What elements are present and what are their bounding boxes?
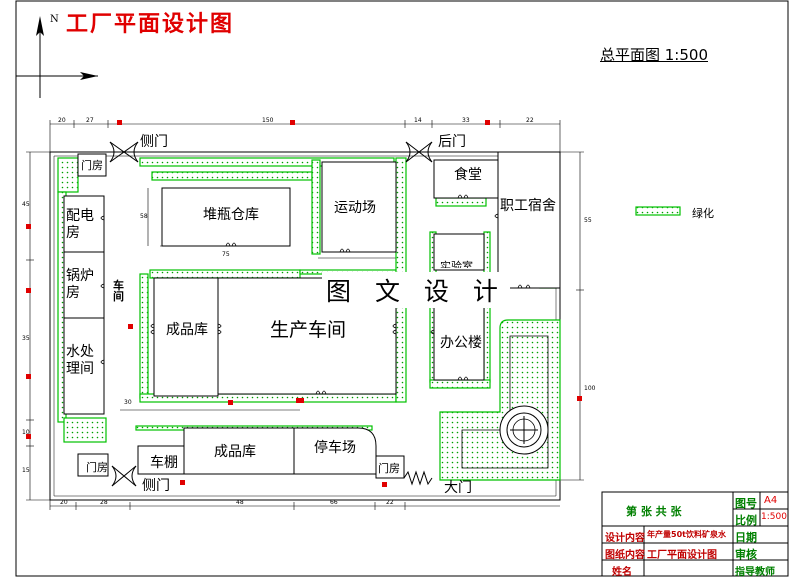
north-letter: N (50, 14, 59, 25)
label-boiler: 锅炉房 (66, 268, 94, 301)
right-dimension-line (560, 151, 584, 481)
dormitory-outline (497, 151, 561, 289)
label-dormitory: 职工宿舍 (500, 198, 556, 214)
office-outline (433, 305, 485, 381)
dim-right-1: 55 (584, 217, 592, 224)
fountain-icon (499, 405, 549, 455)
label-finished-storage-left: 成品库 (166, 322, 208, 338)
label-gatehouse-bottom-right: 门房 (378, 462, 400, 475)
title-block (601, 491, 789, 577)
bottom-dimension-line (49, 500, 560, 510)
lab-outline (433, 233, 485, 271)
water-treatment-outline (63, 317, 105, 415)
tb-design-content-label: 设计内容 (605, 533, 645, 544)
dim-left-1: 45 (22, 201, 30, 208)
door-marks (100, 194, 531, 395)
label-small: 车间 (113, 279, 124, 303)
dim-bottom-1: 20 (60, 499, 68, 506)
label-sports-field: 运动场 (334, 200, 376, 216)
tb-design-content-value: 年产量50t饮料矿泉水 (647, 530, 726, 539)
tb-figure-no-label: 图号 (735, 497, 757, 510)
tb-drawing-content-value: 工厂平面设计图 (647, 550, 717, 561)
legend-green-label: 绿化 (692, 207, 714, 220)
tb-scale-label: 比例 (735, 514, 757, 527)
dim-bottom-2: 28 (100, 499, 108, 506)
label-storage: 堆瓶仓库 (203, 207, 259, 223)
label-gatehouse-bottom-left: 门房 (86, 461, 108, 474)
substation-outline (63, 195, 105, 253)
dim-top-6: 22 (526, 117, 534, 124)
red-markers (26, 120, 582, 487)
dim-right-2: 100 (584, 385, 596, 392)
tb-review-label: 审核 (735, 548, 757, 561)
label-production-workshop: 生产车间 (270, 319, 347, 341)
gate-icons (109, 141, 433, 487)
dim-bottom-3: 48 (236, 499, 244, 506)
dim-top-3: 150 (262, 117, 274, 124)
sports-field-outline (321, 161, 397, 253)
dim-bottom-4: 66 (330, 499, 338, 506)
legend-green-swatch (635, 206, 681, 216)
left-dimension-line (26, 151, 50, 501)
gatehouse-bottom-right-outline (375, 455, 405, 479)
finished-storage-left-outline (153, 277, 219, 397)
tb-figure-no-value: A4 (764, 495, 778, 506)
dim-inner-1: 30 (124, 399, 132, 406)
label-water-treatment: 水处理间 (66, 344, 94, 377)
dim-top-5: 33 (462, 117, 470, 124)
label-side-gate-bottom: 侧门 (142, 478, 170, 494)
watermark: 图 文 设 计 (322, 272, 510, 308)
tb-name-label: 姓名 (612, 567, 632, 578)
plan-subtitle: 总平面图 1:500 (600, 46, 708, 64)
label-main-gate: 大门 (444, 480, 472, 496)
gatehouse-top-outline (77, 153, 107, 177)
label-side-gate-top: 侧门 (140, 134, 168, 150)
tb-scale-value: 1:500 (761, 512, 787, 522)
drawing-border (15, 0, 789, 577)
north-arrow-icon (16, 16, 98, 98)
label-canteen: 食堂 (454, 167, 482, 183)
dim-top-2: 27 (86, 117, 94, 124)
label-parking: 停车场 (314, 440, 356, 456)
top-dimension-line (49, 120, 561, 152)
dim-left-3: 10 (22, 429, 30, 436)
tb-drawing-content-label: 图纸内容 (605, 550, 645, 561)
label-office: 办公楼 (440, 335, 482, 351)
label-shed: 车棚 (150, 455, 178, 471)
label-finished-storage-bottom: 成品库 (214, 444, 256, 460)
tb-teacher-label: 指导教师 (735, 567, 775, 578)
label-partial: 实验室 (440, 260, 473, 268)
dim-left-4: 15 (22, 467, 30, 474)
gatehouse-bottom-left-outline (77, 453, 109, 477)
canteen-outline (433, 159, 499, 199)
dim-top-1: 20 (58, 117, 66, 124)
top-dimension-values: 20 27 150 14 33 22 (58, 117, 534, 124)
dim-inner-2: 75 (222, 251, 230, 258)
label-gatehouse-top: 门房 (81, 159, 103, 172)
page-title: 工厂平面设计图 (66, 11, 235, 37)
storage-outline (161, 187, 291, 247)
label-substation: 配电房 (66, 208, 94, 241)
dim-top-4: 14 (414, 117, 422, 124)
dim-inner-3: 58 (140, 213, 148, 220)
finished-storage-bottom-outline (183, 427, 295, 475)
left-dimension-values: 45 35 10 15 (22, 201, 30, 474)
dim-bottom-5: 22 (386, 499, 394, 506)
right-dimension-values: 55 100 (584, 217, 596, 392)
dim-left-2: 35 (22, 335, 30, 342)
tb-sheet: 第 张 共 张 (626, 505, 682, 518)
building-outlines (63, 151, 561, 479)
tb-date-label: 日期 (735, 531, 757, 544)
label-back-gate: 后门 (438, 134, 466, 150)
bottom-dimension-values: 20 28 48 66 22 (60, 499, 394, 506)
boiler-outline (63, 251, 105, 319)
